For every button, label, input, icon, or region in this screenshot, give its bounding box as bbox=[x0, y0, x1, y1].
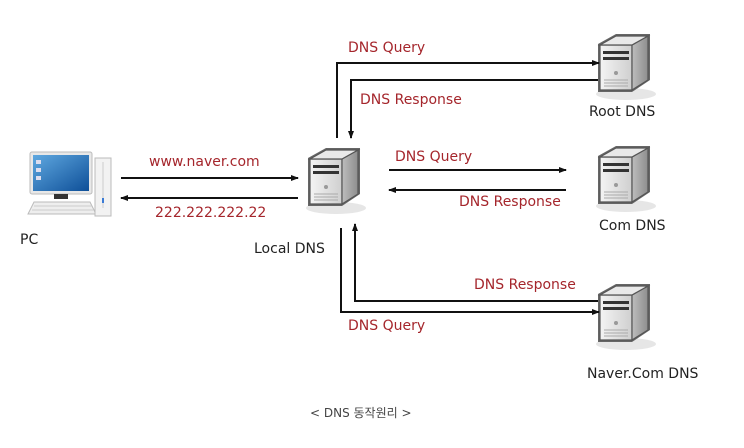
root-response-label: DNS Response bbox=[360, 92, 462, 108]
root-dns-label: Root DNS bbox=[589, 104, 656, 120]
local-dns-server-icon bbox=[305, 147, 367, 215]
com-dns-label: Com DNS bbox=[599, 218, 666, 234]
com-query-label: DNS Query bbox=[395, 149, 473, 165]
root-response-arrow bbox=[348, 79, 598, 139]
naver-dns-server-icon bbox=[595, 283, 657, 351]
root-dns-server-icon bbox=[595, 33, 657, 101]
pc-response-label: 222.222.222.22 bbox=[155, 205, 267, 221]
pc-label: PC bbox=[20, 232, 39, 248]
naver-response-arrow bbox=[352, 223, 598, 302]
figure-caption: < DNS 동작원리 > bbox=[310, 406, 412, 420]
com-dns-server-icon bbox=[595, 145, 657, 213]
naver-query-label: DNS Query bbox=[348, 318, 426, 334]
root-query-arrow bbox=[336, 60, 600, 138]
com-response-label: DNS Response bbox=[459, 194, 561, 210]
desktop-computer-icon bbox=[27, 151, 112, 217]
local-dns-label: Local DNS bbox=[254, 241, 325, 257]
naver-response-label: DNS Response bbox=[474, 277, 576, 293]
pc-request-label: www.naver.com bbox=[149, 154, 260, 170]
naver-dns-label: Naver.Com DNS bbox=[587, 366, 699, 382]
naver-query-arrow bbox=[340, 228, 600, 315]
root-query-label: DNS Query bbox=[348, 40, 426, 56]
